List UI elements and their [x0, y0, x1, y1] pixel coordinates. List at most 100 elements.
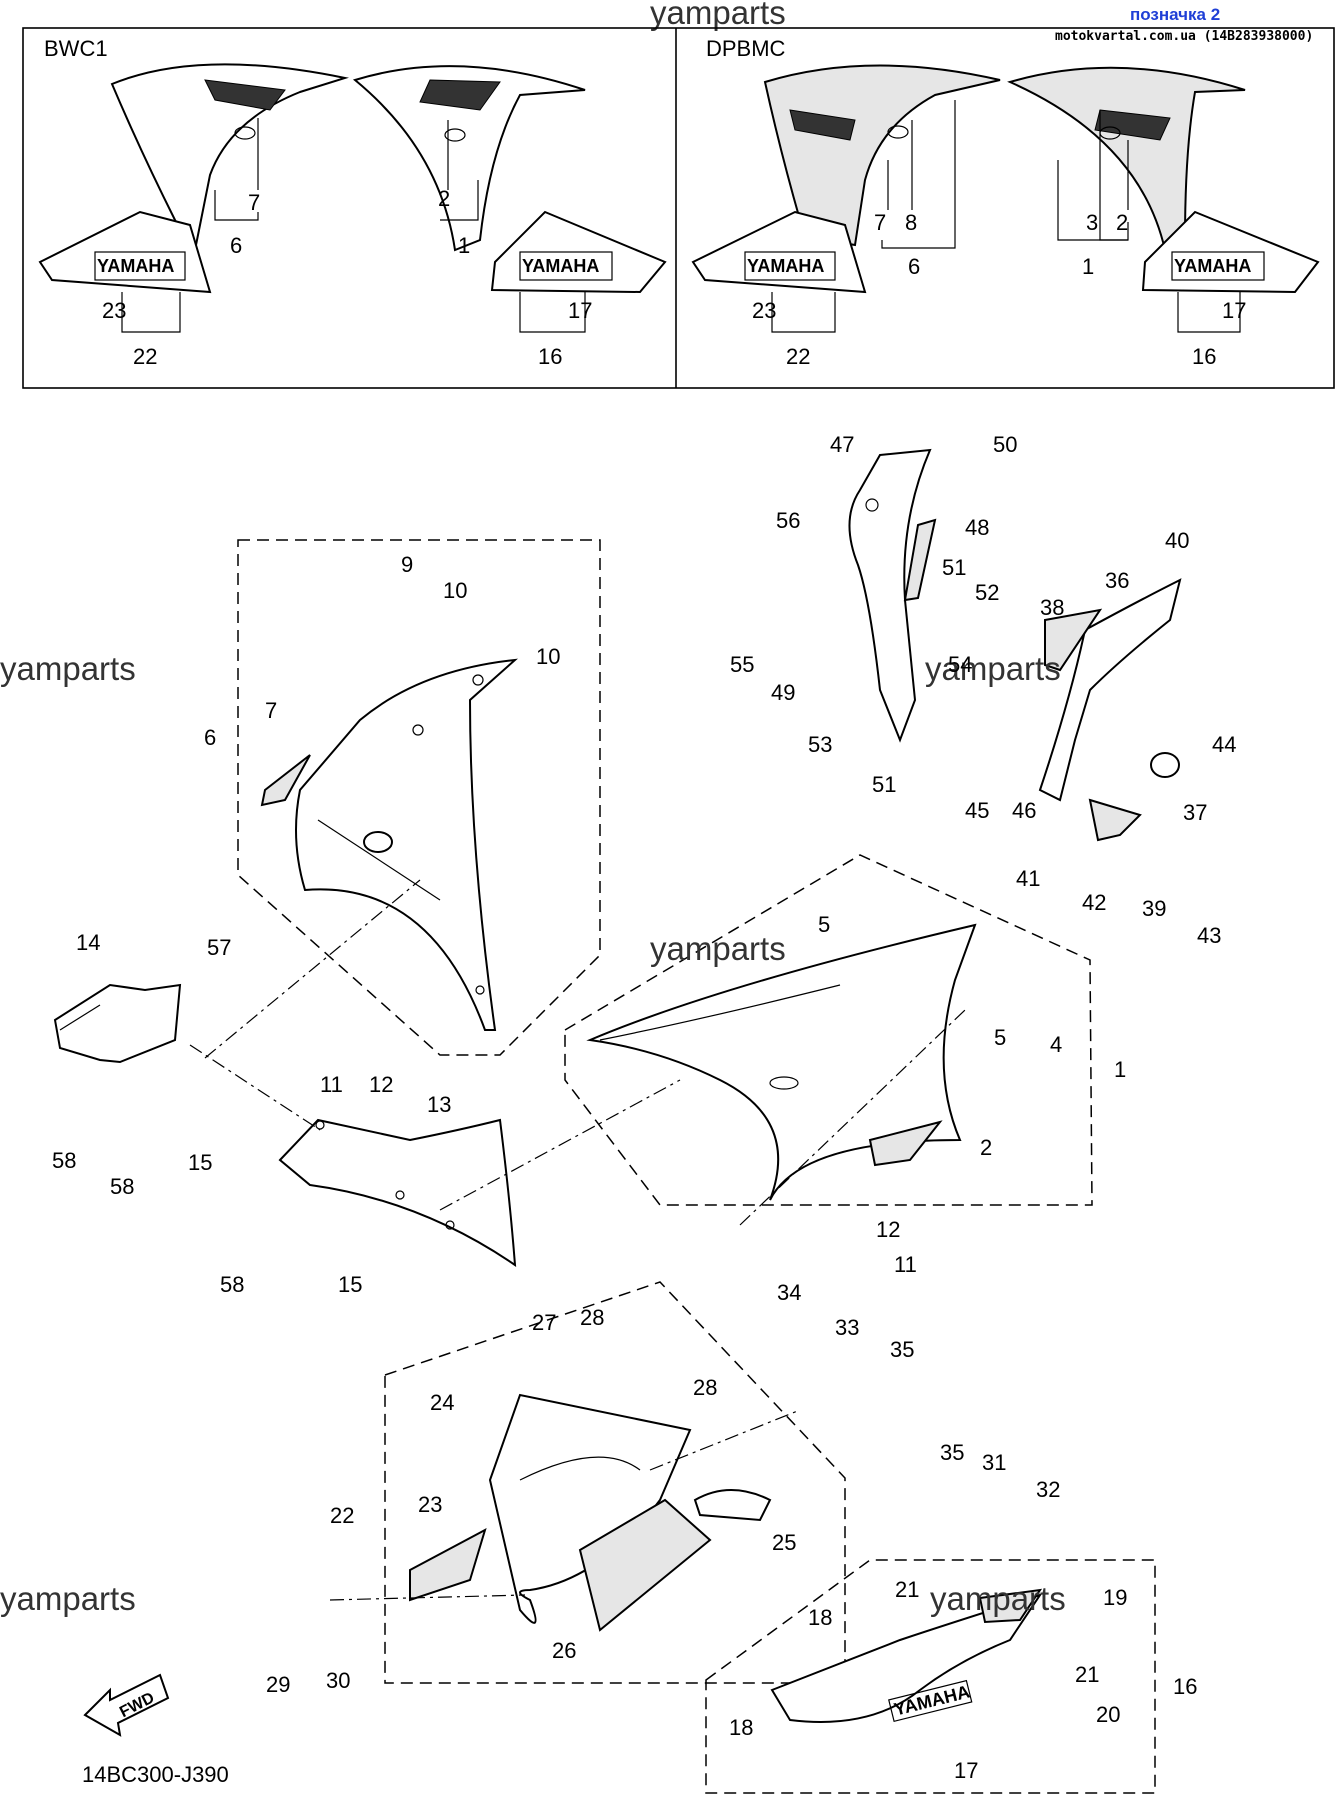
callout-label: 18	[729, 1715, 753, 1740]
dpbmc-cowl-left	[763, 64, 1001, 247]
callout-label: 32	[1036, 1477, 1060, 1502]
dpbmc-panel-left: YAMAHA	[691, 210, 867, 294]
callout-label: 24	[430, 1390, 454, 1415]
callout-label: 20	[1096, 1702, 1120, 1727]
callout-label: 37	[1183, 800, 1207, 825]
callout-label: 7	[265, 698, 277, 723]
callout-label: 41	[1016, 866, 1040, 891]
callout-label: 9	[401, 552, 413, 577]
callout-label: 53	[808, 732, 832, 757]
callout-label: 14	[76, 930, 100, 955]
callout-label: 17	[954, 1758, 978, 1783]
callout-label: 15	[188, 1150, 212, 1175]
variant-right-label: 1	[1082, 254, 1094, 279]
callout-label: 10	[536, 644, 560, 669]
callout-label: 39	[1142, 896, 1166, 921]
callout-label: 10	[443, 578, 467, 603]
callout-label: 11	[894, 1252, 917, 1277]
callout-label: 54	[948, 652, 972, 677]
callout-label: 11	[320, 1072, 343, 1097]
callout-layer: 47 50 56 48 51 52 40 36 38 55 49 54 53 5…	[52, 432, 1236, 1783]
watermark: yamparts	[0, 1580, 136, 1617]
callout-label: 36	[1105, 568, 1129, 593]
callout-label: 23	[418, 1492, 442, 1517]
callout-label: 19	[1103, 1585, 1127, 1610]
bwc1-cowl-right	[352, 65, 586, 252]
callout-label: 58	[52, 1148, 76, 1173]
callout-label: 6	[204, 725, 216, 750]
variant-leaders	[121, 100, 1241, 333]
fwd-arrow-icon: FWD	[83, 1673, 170, 1737]
stay-47	[848, 448, 937, 743]
callout-label: 49	[771, 680, 795, 705]
watermark-top: yamparts	[650, 0, 786, 31]
callout-label: 12	[876, 1217, 900, 1242]
bwc1-panel-right: YAMAHA	[490, 210, 667, 294]
callout-label: 28	[693, 1375, 717, 1400]
watermark: yamparts	[925, 650, 1061, 687]
variant-left-label: 23	[102, 298, 126, 323]
under-cowl-22	[409, 1393, 772, 1632]
watermark: yamparts	[650, 930, 786, 967]
variant-right-label: 8	[905, 210, 917, 235]
callout-label: 51	[942, 555, 966, 580]
callout-label: 45	[965, 798, 989, 823]
callout-label: 15	[338, 1272, 362, 1297]
callout-label: 33	[835, 1315, 859, 1340]
variant-left-label: 17	[568, 298, 592, 323]
callout-label: 58	[220, 1272, 244, 1297]
callout-label: 25	[772, 1530, 796, 1555]
side-cowl-1	[586, 923, 977, 1201]
callout-label: 55	[730, 652, 754, 677]
callout-label: 46	[1012, 798, 1036, 823]
dpbmc-panel-right: YAMAHA	[1141, 210, 1320, 294]
callout-label: 13	[427, 1092, 451, 1117]
variant-left-label: 2	[438, 186, 450, 211]
group-box-1	[564, 854, 1093, 1206]
watermark: yamparts	[0, 650, 136, 687]
callout-label: 31	[982, 1450, 1006, 1475]
callout-label: 22	[330, 1503, 354, 1528]
decal-7	[260, 754, 311, 807]
callout-label: 42	[1082, 890, 1106, 915]
callout-label: 35	[890, 1337, 914, 1362]
callout-label: 30	[326, 1668, 350, 1693]
variant-right-label: 16	[1192, 344, 1216, 369]
variant-left-label: 6	[230, 233, 242, 258]
callout-label: 44	[1212, 732, 1236, 757]
variant-code-right: DPBMC	[706, 36, 786, 61]
callout-label: 1	[1114, 1057, 1126, 1082]
callout-label: 16	[1173, 1674, 1197, 1699]
variant-right-label: 22	[786, 344, 810, 369]
variant-left-label: 7	[248, 190, 260, 215]
badge-label: позначка 2	[1130, 5, 1220, 24]
callout-label: 4	[1050, 1032, 1062, 1057]
callout-label: 21	[1075, 1662, 1099, 1687]
callout-label: 35	[940, 1440, 964, 1465]
callout-label: 34	[777, 1280, 801, 1305]
air-duct-14	[53, 983, 182, 1064]
variant-left-label: 22	[133, 344, 157, 369]
variant-right-label: 6	[908, 254, 920, 279]
callout-label: 29	[266, 1672, 290, 1697]
callout-label: 58	[110, 1174, 134, 1199]
callout-label: 12	[369, 1072, 393, 1097]
variant-right-label: 2	[1116, 210, 1128, 235]
part-number: 14BC300-J390	[82, 1762, 229, 1787]
bwc1-panel-left: YAMAHA	[38, 210, 212, 294]
callout-label: 57	[207, 935, 231, 960]
callout-label: 48	[965, 515, 989, 540]
callout-label: 21	[895, 1577, 919, 1602]
variant-right-label: 7	[874, 210, 886, 235]
callout-label: 28	[580, 1305, 604, 1330]
callout-label: 27	[532, 1310, 556, 1335]
callout-label: 5	[818, 912, 830, 937]
decal-text: YAMAHA	[747, 256, 824, 276]
variant-right-label: 3	[1086, 210, 1098, 235]
variant-right-label: 23	[752, 298, 776, 323]
callout-label: 40	[1165, 528, 1189, 553]
callout-label: 51	[872, 772, 896, 797]
bwc1-cowl-left	[110, 63, 349, 253]
variant-left-label: 16	[538, 344, 562, 369]
